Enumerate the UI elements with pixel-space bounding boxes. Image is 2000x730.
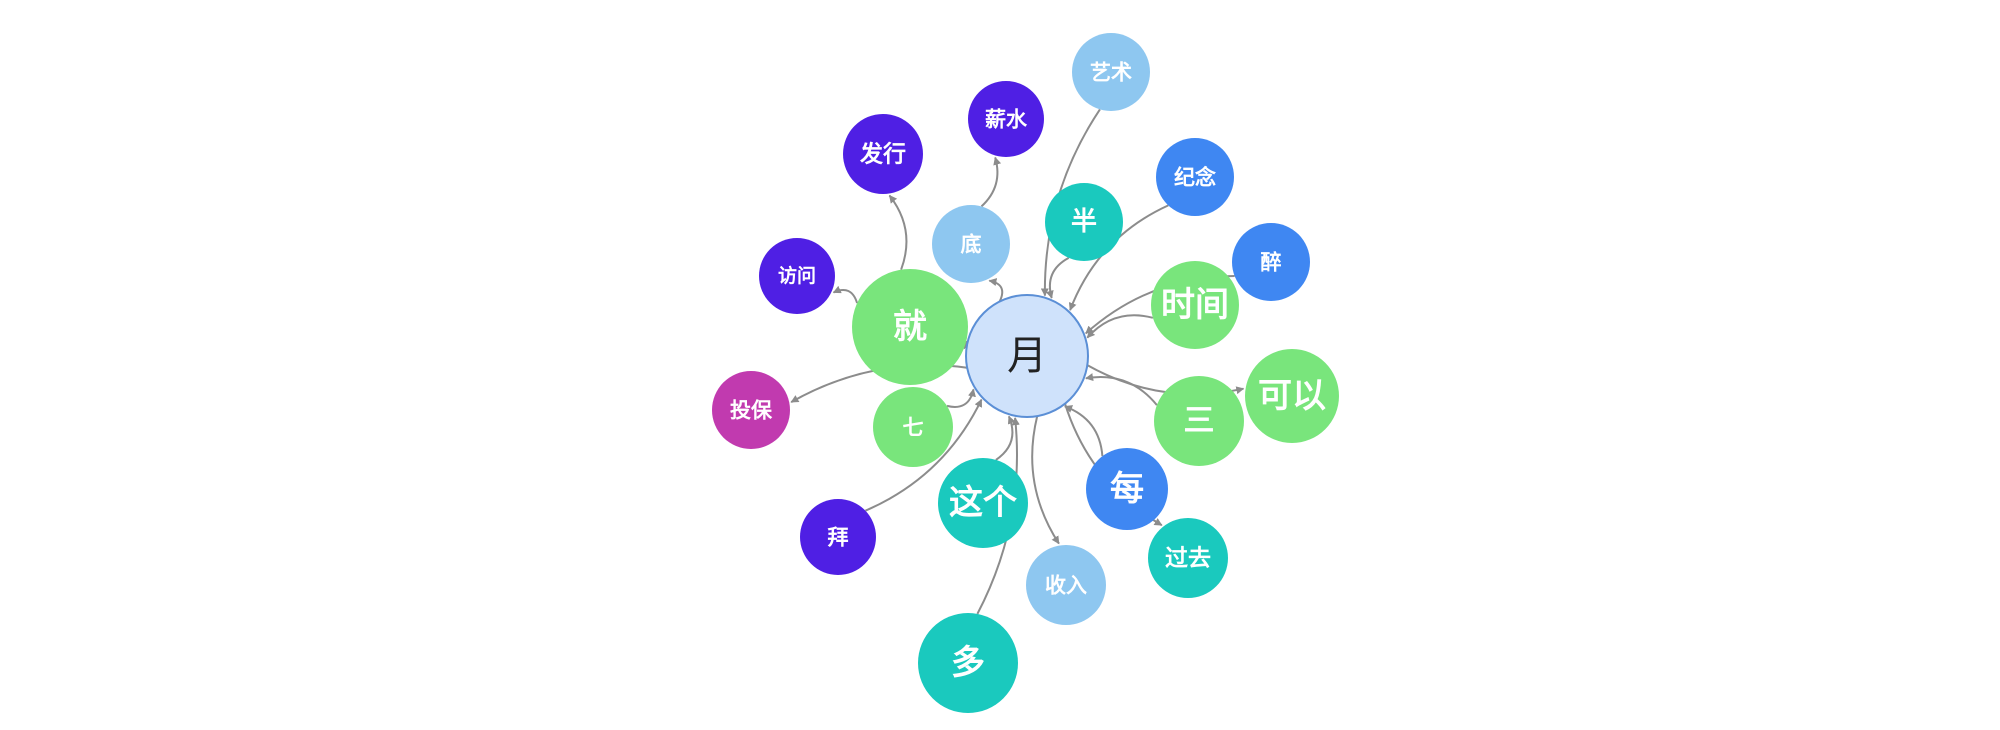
- node-fangwen-circle[interactable]: [759, 238, 835, 314]
- node-zui[interactable]: 醉: [1232, 223, 1310, 301]
- edge-yue-to-shouru: [1031, 415, 1060, 545]
- node-keyi-label: 可以: [1258, 376, 1326, 416]
- node-zhege[interactable]: 这个: [938, 458, 1028, 548]
- edge-qi-to-yue: [946, 388, 976, 408]
- node-ban[interactable]: 半: [1045, 183, 1123, 261]
- node-jiu-label: 就: [893, 307, 927, 347]
- node-center-label: 月: [1007, 333, 1047, 379]
- node-xinshui[interactable]: 薪水: [968, 81, 1044, 157]
- edge-di-to-xinshui: [980, 156, 1002, 208]
- node-mei-label: 每: [1110, 469, 1144, 509]
- node-shouru-label: 收入: [1045, 573, 1087, 598]
- node-zui-label: 醉: [1261, 250, 1282, 275]
- node-jiu[interactable]: 就: [852, 269, 968, 385]
- node-center-yue[interactable]: 月: [965, 294, 1089, 418]
- node-bai-label: 拜: [828, 525, 849, 550]
- node-shijian-label: 时间: [1161, 285, 1229, 325]
- node-san-circle[interactable]: [1154, 376, 1244, 466]
- node-xinshui-label: 薪水: [985, 107, 1028, 132]
- edge-yue-to-di: [988, 278, 1004, 302]
- node-mei-circle[interactable]: [1086, 448, 1168, 530]
- node-jinian-label: 纪念: [1174, 165, 1216, 190]
- node-bai[interactable]: 拜: [800, 499, 876, 575]
- node-mei[interactable]: 每: [1086, 448, 1168, 530]
- edges-layer: [790, 108, 1245, 615]
- node-fangwen-label: 访问: [778, 264, 816, 287]
- node-guoqu-circle[interactable]: [1148, 518, 1228, 598]
- node-san-label: 三: [1184, 403, 1215, 439]
- node-guoqu-label: 过去: [1165, 545, 1211, 572]
- node-fangwen[interactable]: 访问: [759, 238, 835, 314]
- node-shouru[interactable]: 收入: [1026, 545, 1106, 625]
- edge-jiu-to-fangwen: [832, 285, 859, 304]
- node-xinshui-circle[interactable]: [968, 81, 1044, 157]
- node-jiu-circle[interactable]: [852, 269, 968, 385]
- node-di-label: 底: [961, 232, 982, 257]
- node-center-circle[interactable]: [965, 294, 1089, 418]
- node-zhege-circle[interactable]: [938, 458, 1028, 548]
- node-shijian[interactable]: 时间: [1151, 261, 1239, 349]
- node-jinian[interactable]: 纪念: [1156, 138, 1234, 216]
- edge-ban-to-yue: [1045, 257, 1070, 299]
- node-qi-label: 七: [903, 415, 924, 440]
- node-qi-circle[interactable]: [873, 387, 953, 467]
- node-ban-circle[interactable]: [1045, 183, 1123, 261]
- node-faxing-circle[interactable]: [843, 114, 923, 194]
- node-san[interactable]: 三: [1154, 376, 1244, 466]
- node-toubao-label: 投保: [730, 398, 773, 423]
- node-zhege-label: 这个: [949, 483, 1017, 523]
- node-faxing-label: 发行: [859, 141, 906, 168]
- node-toubao[interactable]: 投保: [712, 371, 790, 449]
- node-yishu[interactable]: 艺术: [1072, 33, 1150, 111]
- node-bai-circle[interactable]: [800, 499, 876, 575]
- node-yishu-circle[interactable]: [1072, 33, 1150, 111]
- node-keyi-circle[interactable]: [1245, 349, 1339, 443]
- node-zui-circle[interactable]: [1232, 223, 1310, 301]
- edge-zhege-to-yue: [995, 415, 1016, 461]
- node-di-circle[interactable]: [932, 205, 1010, 283]
- node-ban-label: 半: [1071, 207, 1097, 237]
- node-qi[interactable]: 七: [873, 387, 953, 467]
- node-toubao-circle[interactable]: [712, 371, 790, 449]
- node-guoqu[interactable]: 过去: [1148, 518, 1228, 598]
- edge-san-to-yue: [1085, 373, 1158, 406]
- edge-shijian-to-yue: [1086, 314, 1154, 339]
- node-shouru-circle[interactable]: [1026, 545, 1106, 625]
- node-shijian-circle[interactable]: [1151, 261, 1239, 349]
- edge-bai-to-yue: [865, 398, 983, 512]
- edge-jiu-to-faxing: [888, 194, 908, 271]
- node-jinian-circle[interactable]: [1156, 138, 1234, 216]
- edge-mei-to-yue: [1064, 405, 1104, 457]
- node-duo[interactable]: 多: [918, 613, 1018, 713]
- node-di[interactable]: 底: [932, 205, 1010, 283]
- node-yishu-label: 艺术: [1090, 60, 1132, 85]
- node-keyi[interactable]: 可以: [1245, 349, 1339, 443]
- node-faxing[interactable]: 发行: [843, 114, 923, 194]
- node-duo-label: 多: [951, 643, 985, 683]
- node-duo-circle[interactable]: [918, 613, 1018, 713]
